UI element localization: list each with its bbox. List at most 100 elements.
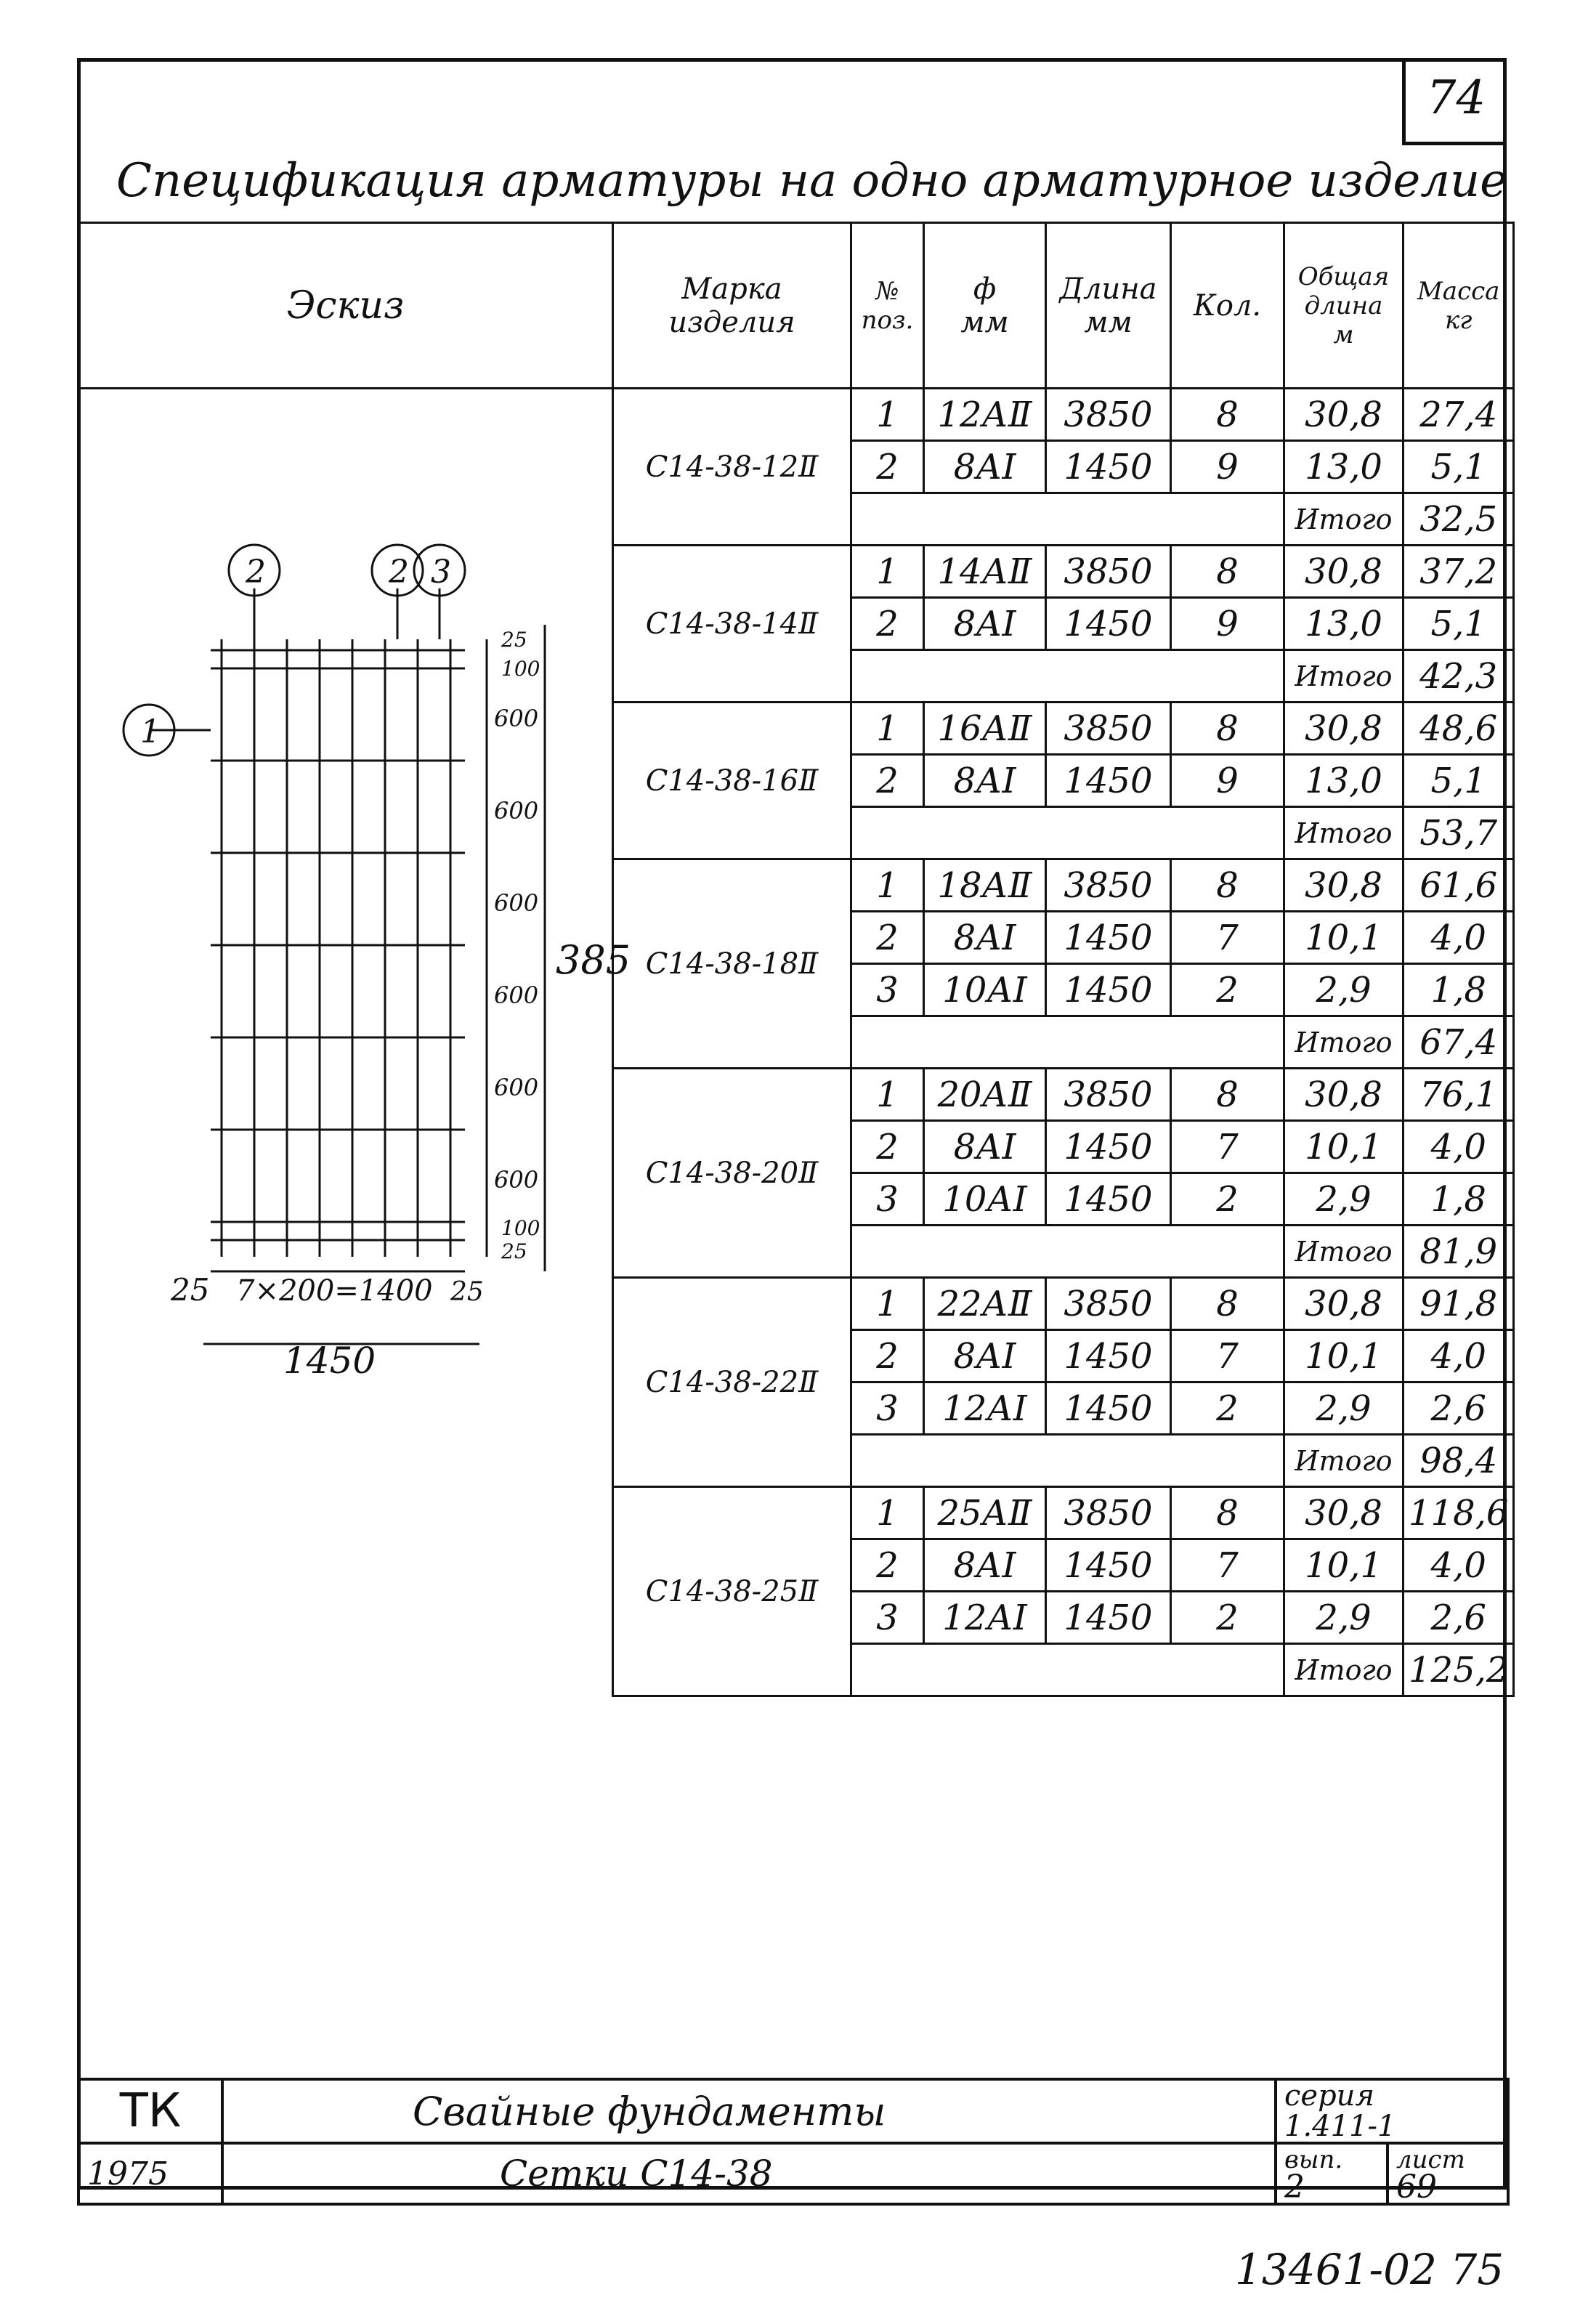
cell-mass: 4,0: [1401, 1119, 1515, 1174]
dim-label: 600: [494, 1074, 538, 1101]
cell-quantity: 7: [1170, 1119, 1285, 1174]
cell-diameter: 12АⅠ: [923, 1590, 1047, 1645]
cell-diameter: 8АⅠ: [923, 1538, 1047, 1592]
cell-mark: С14-38-22Ⅱ: [612, 1276, 852, 1488]
cell-mass: 4,0: [1401, 1538, 1515, 1592]
cell-blank: [850, 1643, 1285, 1697]
cell-quantity: 7: [1170, 1538, 1285, 1592]
header-mass-label: Масса: [1417, 276, 1500, 306]
cell-position: 2: [850, 753, 925, 808]
cell-diameter: 8АⅠ: [923, 440, 1047, 494]
cell-diameter: 10АⅠ: [923, 1172, 1047, 1226]
cell-blank: [850, 806, 1285, 860]
dim-label: 600: [494, 889, 538, 917]
cell-total-length: 30,8: [1283, 1276, 1404, 1331]
cell-mass: 1,8: [1401, 963, 1515, 1017]
pos-label: 3: [431, 554, 451, 591]
cell-mark: С14-38-20Ⅱ: [612, 1067, 852, 1279]
cell-quantity: 8: [1170, 1276, 1285, 1331]
cell-quantity: 8: [1170, 1486, 1285, 1540]
stamp-issue: вып.2: [1274, 2142, 1389, 2206]
cell-position: 2: [850, 1538, 925, 1592]
dim-label: 25: [170, 1272, 209, 1308]
dim-label: 100: [501, 657, 540, 681]
cell-mass: 76,1: [1401, 1067, 1515, 1122]
cell-length: 3850: [1045, 701, 1172, 756]
cell-blank: [850, 492, 1285, 546]
dim-label: 600: [494, 797, 538, 825]
cell-total-length: 10,1: [1283, 1119, 1404, 1174]
cell-diameter: 8АⅠ: [923, 753, 1047, 808]
header-diameter-unit: мм: [960, 305, 1009, 339]
cell-quantity: 9: [1170, 596, 1285, 651]
header-length-label: Длина: [1059, 272, 1157, 306]
cell-position: 1: [850, 544, 925, 599]
cell-total-label: Итого: [1283, 492, 1404, 546]
cell-total-length: 13,0: [1283, 753, 1404, 808]
stamp-series-label: серия: [1284, 2079, 1374, 2113]
cell-total-length: 2,9: [1283, 1381, 1404, 1436]
cell-total-label: Итого: [1283, 1433, 1404, 1488]
dim-label: 25: [501, 628, 527, 652]
dim-label: 25: [501, 1239, 527, 1263]
cell-total-length: 2,9: [1283, 1172, 1404, 1226]
cell-mass: 5,1: [1401, 440, 1515, 494]
pos-callout-circle: [413, 543, 466, 597]
cell-quantity: 9: [1170, 753, 1285, 808]
cell-length: 1450: [1045, 596, 1172, 651]
dim-label-total-height: 3850: [556, 937, 632, 983]
cell-total-length: 10,1: [1283, 1538, 1404, 1592]
rebar-mesh-sketch: 2 2 3 1 25 100 600 600 600 600 600 600 1…: [122, 543, 632, 1382]
header-diameter-symbol: ф: [973, 272, 997, 306]
cell-total-mass: 42,3: [1401, 649, 1515, 703]
cell-position: 3: [850, 1381, 925, 1436]
cell-length: 1450: [1045, 1119, 1172, 1174]
cell-quantity: 2: [1170, 1590, 1285, 1645]
cell-mass: 37,2: [1401, 544, 1515, 599]
page-number: 74: [1402, 58, 1507, 145]
stamp-sheet-label: лист: [1396, 2145, 1465, 2174]
cell-blank: [850, 1433, 1285, 1488]
cell-total-mass: 53,7: [1401, 806, 1515, 860]
sketch-cell: [78, 388, 614, 1696]
cell-mass: 91,8: [1401, 1276, 1515, 1331]
header-sketch: Эскиз: [77, 222, 614, 389]
cell-total-label: Итого: [1283, 1643, 1404, 1697]
cell-length: 3850: [1045, 544, 1172, 599]
cell-total-label: Итого: [1283, 1224, 1404, 1279]
cell-position: 2: [850, 440, 925, 494]
cell-mass: 4,0: [1401, 910, 1515, 965]
cell-diameter: 8АⅠ: [923, 1119, 1047, 1174]
cell-mark: С14-38-12Ⅱ: [612, 387, 852, 546]
dim-label: 600: [494, 1166, 538, 1194]
stamp-title: Свайные фундаменты: [221, 2078, 1277, 2145]
cell-quantity: 9: [1170, 440, 1285, 494]
cell-diameter: 12АⅡ: [923, 387, 1047, 442]
cell-quantity: 2: [1170, 963, 1285, 1017]
stamp-org: ТК: [77, 2078, 224, 2145]
cell-mass: 48,6: [1401, 701, 1515, 756]
cell-length: 3850: [1045, 858, 1172, 912]
cell-quantity: 8: [1170, 858, 1285, 912]
cell-mark: С14-38-16Ⅱ: [612, 701, 852, 860]
cell-position: 2: [850, 1119, 925, 1174]
cell-length: 3850: [1045, 387, 1172, 442]
cell-diameter: 14АⅡ: [923, 544, 1047, 599]
cell-mass: 4,0: [1401, 1329, 1515, 1383]
cell-total-mass: 81,9: [1401, 1224, 1515, 1279]
cell-quantity: 8: [1170, 544, 1285, 599]
